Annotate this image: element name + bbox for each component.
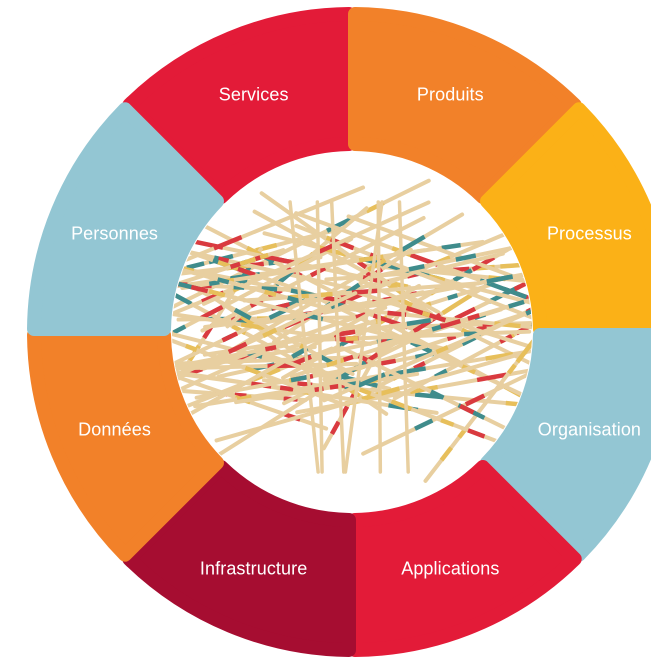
stick-band <box>279 385 294 392</box>
stick-band <box>318 242 336 254</box>
stick-band <box>172 288 193 306</box>
stick-band <box>264 289 277 297</box>
stick-band <box>292 354 312 366</box>
stick-band <box>229 261 241 270</box>
stick-band <box>431 324 443 332</box>
stick-band <box>185 343 198 353</box>
stick-band <box>233 307 252 321</box>
stick-band <box>405 305 424 316</box>
stick-band <box>320 291 333 298</box>
stick <box>346 214 532 319</box>
stick-band <box>472 410 486 420</box>
stick-band <box>406 317 432 327</box>
stick <box>172 266 444 351</box>
stick-band <box>461 335 477 347</box>
stick <box>202 318 433 357</box>
stick-band <box>476 372 507 383</box>
stick-band <box>217 277 230 285</box>
stick-band <box>485 351 514 361</box>
stick-band <box>441 242 461 251</box>
stick-band <box>408 263 425 272</box>
stick-band <box>464 393 486 407</box>
stick-band <box>208 289 226 298</box>
stick <box>322 265 532 315</box>
stick-band <box>199 304 224 321</box>
stick-band <box>446 334 457 342</box>
stick-band <box>454 306 477 321</box>
stick-band <box>236 394 252 402</box>
stick-band <box>429 389 445 400</box>
stick-band <box>439 446 454 462</box>
stick-band <box>239 256 257 267</box>
stick <box>172 245 321 375</box>
center-photo <box>172 152 532 512</box>
stick-band <box>186 261 205 270</box>
stick-band <box>506 363 517 375</box>
stick-band <box>208 279 220 287</box>
stick-band <box>261 286 278 292</box>
stick-band <box>440 318 461 330</box>
stick-band <box>329 420 341 435</box>
stick-band <box>435 345 449 355</box>
stick-band <box>172 324 187 335</box>
stick-band <box>508 299 525 309</box>
stick-band <box>413 360 426 371</box>
stick <box>288 200 320 474</box>
stick-band <box>400 234 426 253</box>
stick-band <box>190 284 209 294</box>
stick-band <box>467 428 486 439</box>
stick <box>172 238 332 311</box>
segments <box>27 7 651 657</box>
mikado-sticks-photo <box>172 178 532 483</box>
stick-band <box>359 387 372 396</box>
stick-band <box>379 358 397 366</box>
stick-band <box>270 367 281 375</box>
stick <box>378 281 532 347</box>
stick-band <box>343 354 354 362</box>
stick <box>329 200 346 474</box>
stick-band <box>217 256 230 264</box>
stick-band <box>329 383 345 390</box>
stick-band <box>525 303 532 316</box>
stick <box>397 200 410 474</box>
stick <box>253 348 501 444</box>
stick-band <box>503 286 528 300</box>
stick-band <box>213 235 243 251</box>
stick <box>376 200 383 474</box>
stick-band <box>221 331 239 343</box>
segment-personnes <box>27 102 224 336</box>
stick-band <box>259 252 269 260</box>
stick-band <box>447 293 459 301</box>
stick <box>172 301 392 391</box>
stick-band <box>357 260 368 270</box>
stick <box>172 221 428 336</box>
stick-band <box>262 327 278 338</box>
stick-band <box>325 360 337 368</box>
stick <box>340 306 532 338</box>
stick-band <box>264 345 277 352</box>
stick-band <box>390 399 413 412</box>
stick-band <box>240 322 268 331</box>
stick-band <box>455 253 477 262</box>
stick-band <box>232 341 248 352</box>
stick-band <box>500 262 522 269</box>
stick <box>315 200 324 474</box>
segment-processus <box>480 102 651 336</box>
stick <box>234 371 420 405</box>
stick-band <box>526 338 532 349</box>
stick-band <box>235 266 256 277</box>
stick <box>343 200 384 474</box>
stick-band <box>367 257 387 272</box>
stick <box>355 290 532 377</box>
stick-band <box>486 274 513 284</box>
stick-band <box>440 418 455 427</box>
stick-band <box>234 392 247 398</box>
stick <box>172 344 317 386</box>
stick-band <box>414 418 434 431</box>
stick-band <box>441 293 473 315</box>
stick-band <box>459 403 477 416</box>
stick-band <box>467 313 480 321</box>
